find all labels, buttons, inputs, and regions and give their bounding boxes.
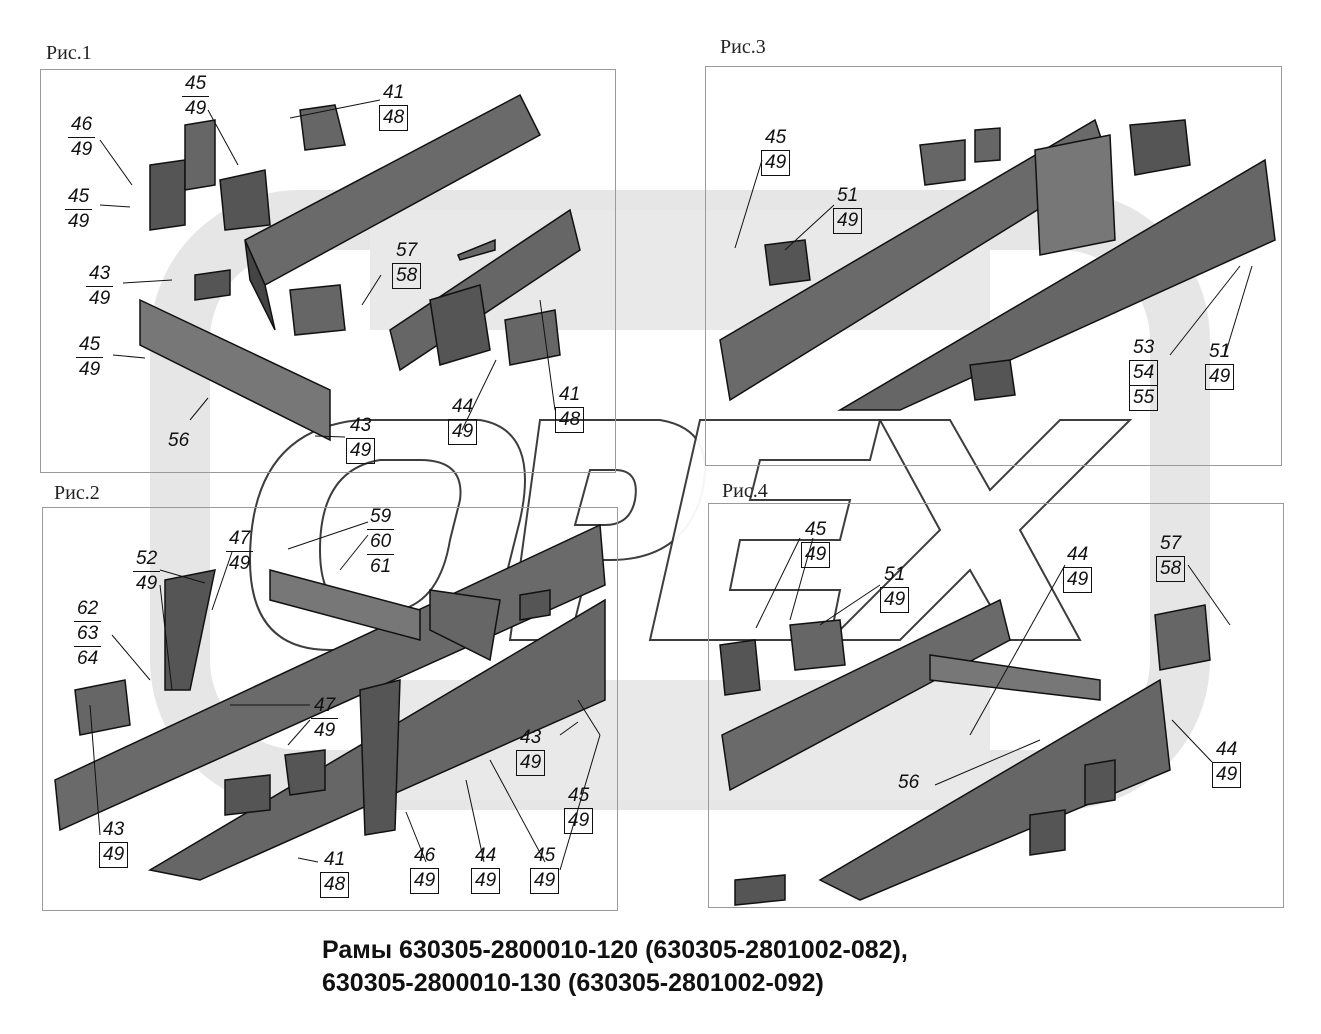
fig4-drawing [719,598,1211,906]
fig3-drawing [719,118,1276,411]
figure-3-panel [705,66,1282,466]
callout-fig1-56: 56 [168,430,190,451]
figure-1-panel [40,69,616,473]
fig2-drawing [54,523,606,881]
title-line-2: 630305-2800010-130 (630305-2801002-092) [322,969,824,997]
figure-1-label: Рис.1 [46,42,92,64]
title-line-1: Рамы 630305-2800010-120 (630305-2801002-… [322,936,908,964]
callout-fig4-56: 56 [898,772,920,793]
figure-2-panel [42,507,618,911]
figure-3-label: Рис.3 [720,36,766,58]
leader-lines [89,99,1253,871]
fig1-drawing [139,93,581,442]
diagram-title: Рамы 630305-2800010-120 (630305-2801002-… [322,934,908,1000]
figure-2-label: Рис.2 [54,482,100,504]
figure-4-panel [708,503,1284,908]
figure-4-label: Рис.4 [722,480,768,502]
